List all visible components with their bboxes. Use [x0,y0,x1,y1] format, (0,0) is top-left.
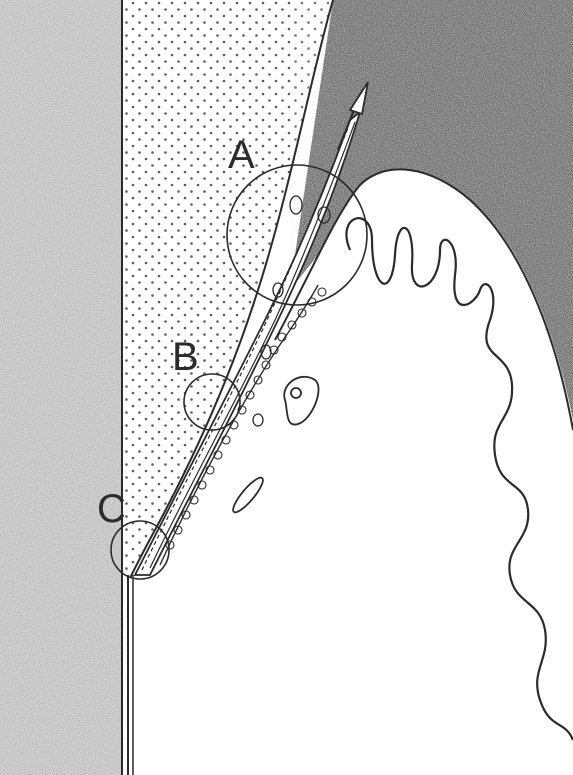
left-stippled-layer [0,0,122,775]
label-a: A [228,133,255,177]
label-b: B [172,335,199,379]
label-c: C [97,487,126,531]
